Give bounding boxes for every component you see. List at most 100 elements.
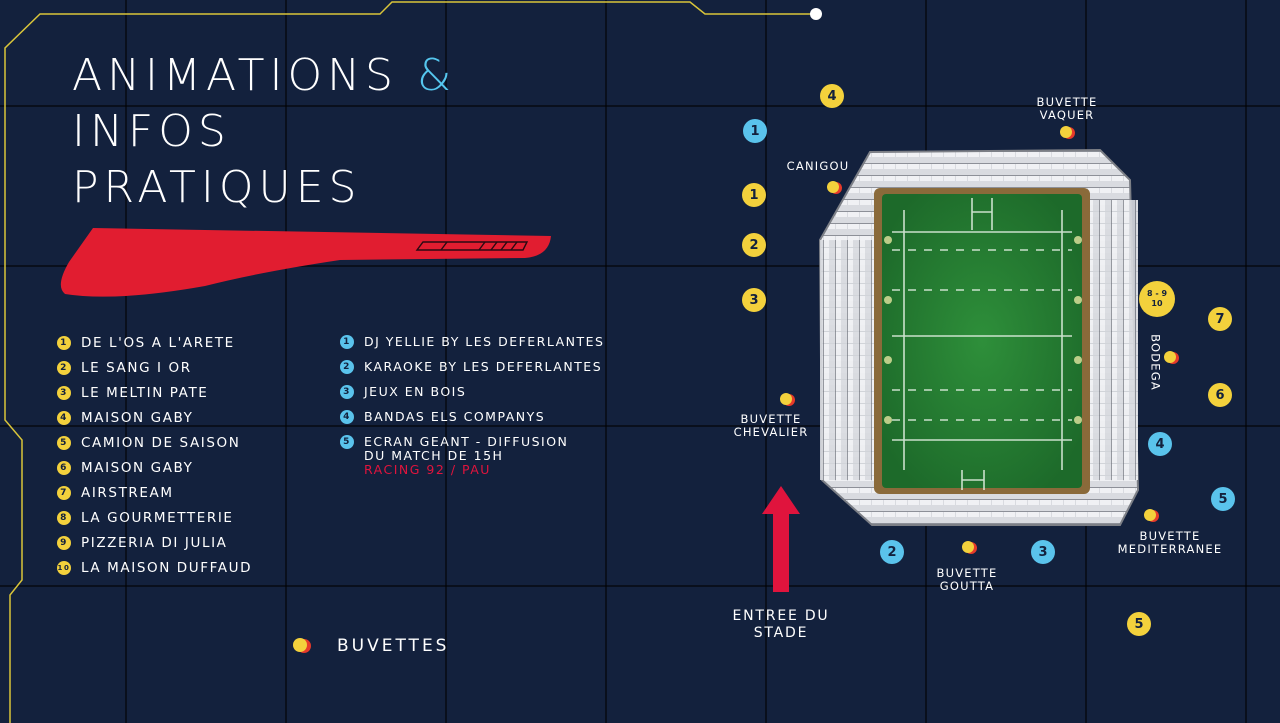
map-badge-restaurant: 7: [1208, 307, 1232, 331]
map-badge-restaurant: 6: [1208, 383, 1232, 407]
label-line: STADE: [753, 625, 809, 641]
list-item-label: MAISON GABY: [81, 409, 194, 426]
label-line: ENTREE DU: [732, 608, 830, 624]
list-item-label: LE SANG I OR: [81, 359, 192, 376]
list-item-label: LA MAISON DUFFAUD: [81, 559, 253, 576]
label-line: GOUTTA: [939, 579, 995, 593]
list-item-label: LA GOURMETTERIE: [81, 509, 234, 526]
list-item: 4 BANDAS ELS COMPANYS: [340, 404, 605, 429]
list-item-label: JEUX EN BOIS: [364, 384, 467, 399]
list-item: 7 AIRSTREAM: [57, 480, 252, 505]
map-badge-animation: 3: [1031, 540, 1055, 564]
title-line-2: INFOS: [72, 106, 231, 157]
label-line: VAQUER: [1039, 108, 1095, 122]
map-badge-restaurant: 4: [820, 84, 844, 108]
number-badge: 5: [340, 435, 354, 449]
list-item-label-line-2: DU MATCH DE 15H: [364, 448, 504, 463]
number-badge: 5: [57, 435, 71, 450]
list-item: 4 MAISON GABY: [57, 405, 252, 430]
list-item-label: DE L'OS A L'ARETE: [81, 334, 235, 351]
list-item-label: CAMION DE SAISON: [81, 434, 241, 451]
label-bodega: BODEGA: [1148, 334, 1163, 391]
map-badge-animation: 4: [1148, 432, 1172, 456]
label-line: MEDITERRANEE: [1117, 542, 1223, 556]
title-ampersand: &: [416, 50, 457, 101]
paddle-icon: [60, 228, 551, 297]
map-badge-restaurant: 1: [742, 183, 766, 207]
number-badge: 1: [340, 334, 354, 349]
title-line-1: ANIMATIONS: [72, 50, 398, 101]
legend-label: BUVETTES: [337, 636, 450, 656]
number-badge: 9: [57, 535, 71, 550]
stadium-illustration: [818, 148, 1140, 526]
buvette-dot-icon: [1164, 351, 1179, 365]
number-badge: 4: [340, 409, 354, 424]
list-item-label: AIRSTREAM: [81, 484, 174, 501]
buvette-dot-icon: [1060, 126, 1075, 140]
list-item: 1 DJ YELLIE BY LES DEFERLANTES: [340, 329, 605, 354]
title-line-3: PRATIQUES: [72, 162, 362, 213]
number-badge: 3: [340, 384, 354, 399]
animation-list: 1 DJ YELLIE BY LES DEFERLANTES 2 KARAOKE B…: [340, 329, 605, 477]
label-line: CHEVALIER: [733, 425, 809, 439]
map-badge-restaurant: 3: [742, 288, 766, 312]
buvette-dot-icon: [780, 393, 795, 407]
list-item-label: PIZZERIA DI JULIA: [81, 534, 228, 551]
label-line: BUVETTE: [936, 566, 998, 580]
list-item-label: ECRAN GEANT - DIFFUSION: [364, 434, 569, 449]
list-item: 9 PIZZERIA DI JULIA: [57, 530, 252, 555]
label-buvette-vaquer: BUVETTE VAQUER: [1022, 96, 1112, 122]
page-title: ANIMATIONS & INFOS PRATIQUES: [72, 48, 456, 216]
label-buvette-mediterranee: BUVETTE MEDITERRANEE: [1098, 530, 1242, 556]
label-entree-stade: ENTREE DU STADE: [714, 608, 848, 642]
label-buvette-chevalier: BUVETTE CHEVALIER: [716, 413, 826, 439]
map-badge-restaurant: 5: [1127, 612, 1151, 636]
list-item: 6 MAISON GABY: [57, 455, 252, 480]
label-line: BUVETTE: [1139, 529, 1201, 543]
list-item: 3 JEUX EN BOIS: [340, 379, 605, 404]
number-badge: 8: [57, 510, 71, 525]
map-badge-restaurant: 2: [742, 233, 766, 257]
number-badge: 1: [57, 335, 71, 350]
map-badge-animation: 1: [743, 119, 767, 143]
number-badge: 7: [57, 485, 71, 500]
cluster-bottom: 10: [1151, 299, 1163, 308]
list-item: 8 LA GOURMETTERIE: [57, 505, 252, 530]
list-item-label: MAISON GABY: [81, 459, 194, 476]
list-item: 2 KARAOKE BY LES DEFERLANTES: [340, 354, 605, 379]
number-badge: 10: [57, 560, 71, 575]
label-buvette-goutta: BUVETTE GOUTTA: [922, 567, 1012, 593]
number-badge: 6: [57, 460, 71, 475]
label-line: BUVETTE: [740, 412, 802, 426]
buvette-dot-icon: [962, 541, 977, 555]
buvette-dot-icon: [293, 638, 311, 654]
buvette-dot-icon: [827, 181, 842, 195]
list-item: 1 DE L'OS A L'ARETE: [57, 330, 252, 355]
number-badge: 2: [340, 359, 354, 374]
map-badge-cluster: 8 - 9 10: [1139, 281, 1175, 317]
list-item: 3 LE MELTIN PATE: [57, 380, 252, 405]
cluster-top: 8 - 9: [1146, 289, 1168, 298]
list-item: 5 CAMION DE SAISON: [57, 430, 252, 455]
legend-buvettes: BUVETTES: [293, 636, 449, 656]
list-item-label: DJ YELLIE BY LES DEFERLANTES: [364, 334, 605, 349]
number-badge: 2: [57, 360, 71, 375]
list-item: 10 LA MAISON DUFFAUD: [57, 555, 252, 580]
entrance-arrow-icon: [762, 486, 800, 592]
list-item: 2 LE SANG I OR: [57, 355, 252, 380]
number-badge: 4: [57, 410, 71, 425]
list-item-label: LE MELTIN PATE: [81, 384, 209, 401]
number-badge: 3: [57, 385, 71, 400]
list-item: 5 ECRAN GEANT - DIFFUSION DU MATCH DE 15…: [340, 429, 605, 477]
list-item-label: BANDAS ELS COMPANYS: [364, 409, 546, 424]
restaurant-list: 1 DE L'OS A L'ARETE 2 LE SANG I OR 3 LE MEL…: [57, 330, 252, 580]
label-line: BUVETTE: [1036, 95, 1098, 109]
label-canigou: CANIGOU: [786, 159, 850, 173]
map-badge-animation: 2: [880, 540, 904, 564]
match-highlight: RACING 92 / PAU: [364, 462, 491, 477]
buvette-dot-icon: [1144, 509, 1159, 523]
map-badge-animation: 5: [1211, 487, 1235, 511]
list-item-label: KARAOKE BY LES DEFERLANTES: [364, 359, 603, 374]
